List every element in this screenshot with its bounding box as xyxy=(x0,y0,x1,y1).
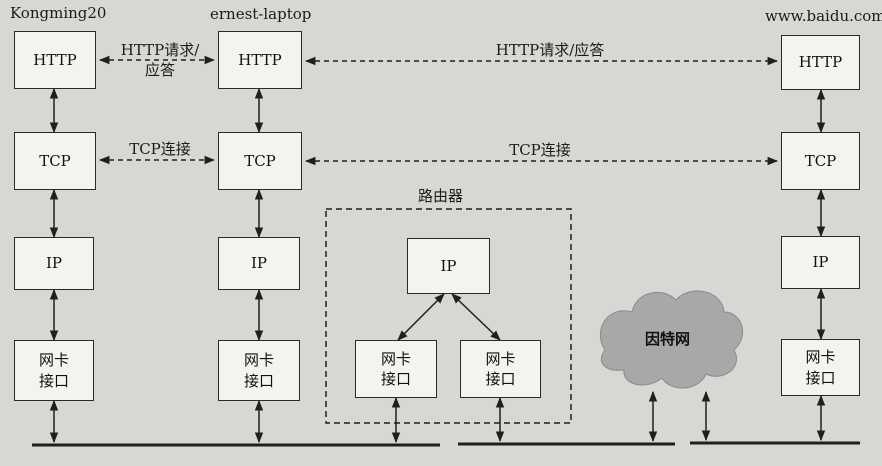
host-label-baidu: www.baidu.com xyxy=(765,7,882,25)
host-label-kongming: Kongming20 xyxy=(10,4,107,22)
right-http-box: HTTP xyxy=(781,35,860,90)
label-http-left: HTTP请求/ 应答 xyxy=(120,41,200,79)
right-ip-box: IP xyxy=(781,236,860,289)
left-tcp-box: TCP xyxy=(14,132,96,190)
left-ip-box: IP xyxy=(14,237,94,290)
mid-nic-box: 网卡 接口 xyxy=(218,340,300,401)
right-nic-box: 网卡 接口 xyxy=(781,339,860,396)
router-frame xyxy=(325,208,572,424)
router-nic-left-box: 网卡 接口 xyxy=(355,340,437,398)
mid-ip-box: IP xyxy=(218,237,300,290)
router-nic-right-box: 网卡 接口 xyxy=(460,340,541,398)
label-tcp-right: TCP连接 xyxy=(509,141,571,159)
router-ip-box: IP xyxy=(407,238,490,294)
label-tcp-left: TCP连接 xyxy=(129,140,191,158)
left-nic-box: 网卡 接口 xyxy=(14,340,94,401)
left-http-box: HTTP xyxy=(14,31,96,89)
cloud-label: 因特网 xyxy=(645,330,691,348)
arrow-router-ip-nic-right xyxy=(451,293,501,341)
arrow-router-ip-nic-left xyxy=(397,293,445,341)
internet-cloud xyxy=(599,290,744,389)
router-title: 路由器 xyxy=(418,187,464,205)
mid-tcp-box: TCP xyxy=(218,132,302,190)
label-http-right: HTTP请求/应答 xyxy=(495,41,605,59)
mid-http-box: HTTP xyxy=(218,31,302,89)
right-tcp-box: TCP xyxy=(781,132,860,190)
host-label-ernest: ernest-laptop xyxy=(210,5,312,23)
